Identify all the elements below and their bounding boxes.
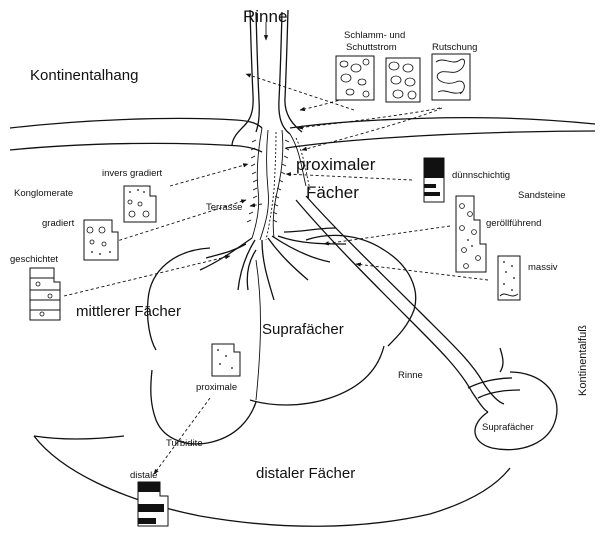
label-proximale: proximale xyxy=(196,382,237,393)
label-suprafaecher-small: Suprafächer xyxy=(482,422,534,433)
label-turbidite: Turbidite xyxy=(166,438,203,449)
label-distaler-faecher: distaler Fächer xyxy=(256,465,355,482)
label-rutschung: Rutschung xyxy=(432,42,477,53)
canyon-walls xyxy=(231,9,303,147)
label-schlammstrom-line2: Schuttstrom xyxy=(346,42,397,53)
leader-arrows xyxy=(63,73,489,475)
label-duennschichtig: dünnschichtig xyxy=(452,170,510,181)
label-geschichtet: geschichtet xyxy=(10,254,58,265)
label-suprafaecher: Suprafächer xyxy=(262,321,344,338)
log-distale xyxy=(137,481,169,527)
label-terrasse: Terrasse xyxy=(206,202,242,213)
label-distale: distale xyxy=(130,470,157,481)
label-konglomerate: Konglomerate xyxy=(14,188,73,199)
label-kontinentalfuss: Kontinentalfuß xyxy=(577,325,589,396)
label-invers-gradiert: invers gradiert xyxy=(102,168,163,179)
label-faecher: Fächer xyxy=(306,183,359,202)
label-proximaler: proximaler xyxy=(296,155,376,174)
log-gradiert xyxy=(83,219,119,261)
label-mittlerer-faecher: mittlerer Fächer xyxy=(76,303,181,320)
log-schlammstrom xyxy=(335,55,375,101)
label-geroellfuehrend: geröllführend xyxy=(486,218,541,229)
log-massiv xyxy=(497,255,521,301)
log-schuttstrom xyxy=(385,57,421,103)
fan-channels xyxy=(33,127,558,527)
log-geschichtet xyxy=(29,267,61,321)
label-sandsteine: Sandsteine xyxy=(518,190,566,201)
log-invers-gradiert xyxy=(123,185,157,223)
slope-contours xyxy=(9,116,596,153)
label-schlammstrom-line1: Schlamm- und xyxy=(344,30,405,41)
label-gradiert: gradiert xyxy=(42,218,75,229)
log-geroellfuehrend xyxy=(455,195,487,273)
log-duennschichtig xyxy=(423,157,445,203)
label-rinne-top: Rinne xyxy=(243,7,287,26)
label-kontinentalhang: Kontinentalhang xyxy=(30,67,138,84)
log-rutschung xyxy=(431,53,471,101)
log-proximale xyxy=(211,343,241,377)
label-rinne-lower: Rinne xyxy=(398,370,423,381)
label-massiv: massiv xyxy=(528,262,558,273)
